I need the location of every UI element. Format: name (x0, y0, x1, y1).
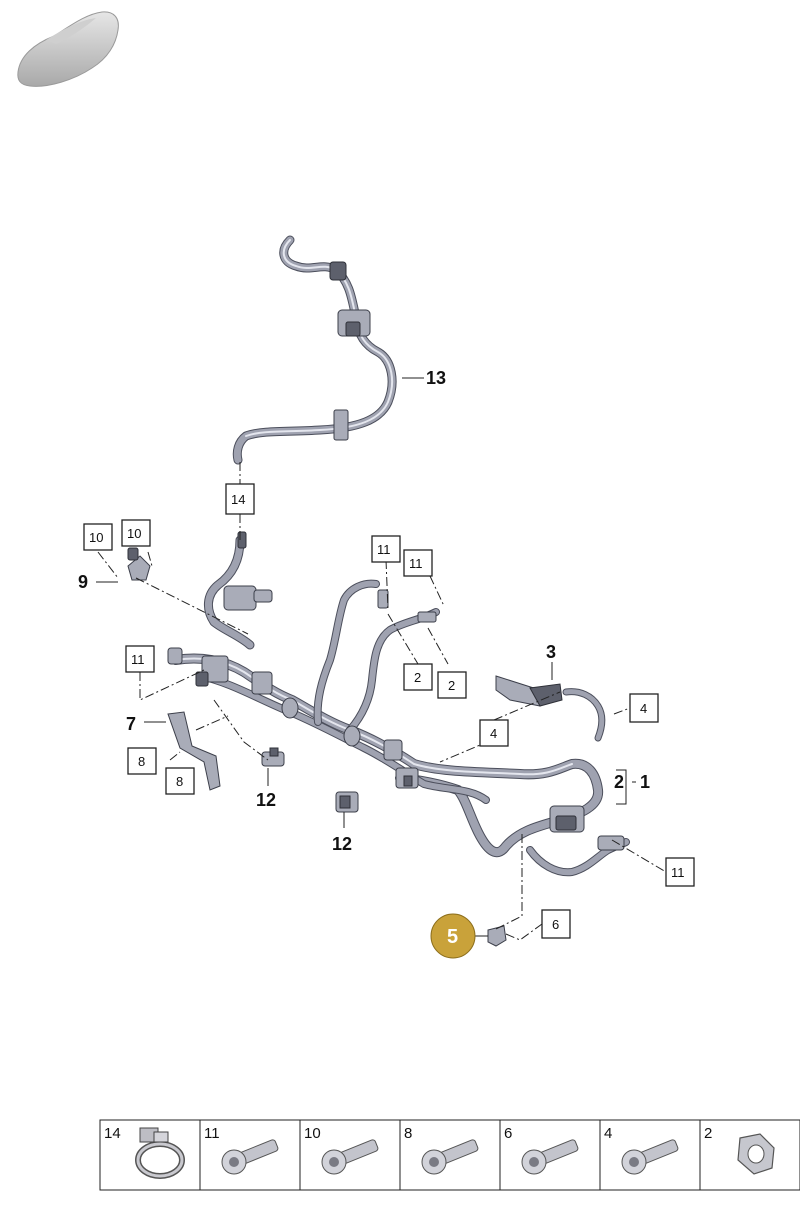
callout-7[interactable]: 7 (126, 714, 136, 734)
callout-3[interactable]: 3 (546, 642, 556, 662)
callout-4-left[interactable]: 4 (479, 719, 509, 747)
svg-text:10: 10 (127, 526, 141, 541)
callout-2-bracket[interactable]: 2 (614, 772, 624, 792)
fasteners-table: 14 11 10 8 6 4 2 (99, 1119, 800, 1191)
refrigerant-line-assembly-drawing (127, 235, 630, 947)
bolt-icon[interactable] (621, 1139, 679, 1175)
svg-text:4: 4 (640, 701, 647, 716)
svg-text:2: 2 (414, 670, 421, 685)
sensor-12-a (261, 747, 285, 767)
svg-text:11: 11 (671, 865, 685, 880)
callout-11-upper-a[interactable]: 11 (371, 535, 401, 563)
table-cell-2-number: 2 (704, 1125, 712, 1142)
svg-text:8: 8 (176, 774, 183, 789)
svg-text:8: 8 (138, 754, 145, 769)
svg-text:10: 10 (89, 530, 103, 545)
table-cell-8-number: 8 (404, 1125, 412, 1142)
callout-11-left[interactable]: 11 (125, 645, 155, 673)
hose-clamp-icon[interactable] (135, 1127, 185, 1179)
bolt-icon[interactable] (221, 1139, 279, 1175)
callout-2-b[interactable]: 2 (437, 671, 467, 699)
svg-text:11: 11 (377, 542, 391, 557)
svg-text:11: 11 (131, 652, 145, 667)
clip-9-10 (127, 547, 151, 581)
table-cell-6-number: 6 (504, 1125, 512, 1142)
leader-lines (96, 377, 667, 941)
callout-14[interactable]: 14 (225, 483, 255, 515)
svg-text:5: 5 (447, 926, 458, 948)
callout-13[interactable]: 13 (426, 368, 446, 388)
callout-10-right[interactable]: 10 (121, 519, 151, 547)
bracket-3 (495, 675, 606, 742)
callout-12-b[interactable]: 12 (332, 834, 352, 854)
selected-part-5[interactable]: 5 (430, 913, 476, 959)
svg-text:6: 6 (552, 917, 559, 932)
callout-11-lower[interactable]: 11 (665, 857, 695, 887)
callout-10-left[interactable]: 10 (83, 523, 113, 551)
sensor-12-b (335, 791, 359, 813)
callout-11-upper-b[interactable]: 11 (403, 549, 433, 577)
bolt-icon[interactable] (321, 1139, 379, 1175)
vehicle-thumbnail-icon[interactable] (17, 11, 119, 87)
left-hose-section (204, 531, 273, 650)
main-trunk-lines (167, 579, 630, 877)
callout-9[interactable]: 9 (78, 572, 88, 592)
table-cell-10-number: 10 (304, 1125, 321, 1142)
bracket-7-8 (167, 711, 221, 791)
bolt-icon[interactable] (421, 1139, 479, 1175)
callouts: 13 14 10 10 9 11 11 2 2 3 (78, 368, 695, 959)
svg-text:2: 2 (448, 678, 455, 693)
callout-6[interactable]: 6 (541, 909, 571, 939)
svg-text:4: 4 (490, 726, 497, 741)
callout-8-lower[interactable]: 8 (165, 767, 195, 795)
callout-4-right[interactable]: 4 (629, 693, 659, 723)
upper-pipe-13 (232, 235, 397, 465)
table-cell-11-number: 11 (204, 1125, 220, 1142)
callout-12-a[interactable]: 12 (256, 790, 276, 810)
svg-text:14: 14 (231, 492, 245, 507)
callout-1[interactable]: 1 (640, 772, 650, 792)
table-cell-4-number: 4 (604, 1125, 612, 1142)
callout-2-a[interactable]: 2 (403, 663, 433, 691)
svg-text:11: 11 (409, 556, 423, 571)
table-cell-14-number: 14 (104, 1125, 121, 1142)
bolt-icon[interactable] (521, 1139, 579, 1175)
callout-8-upper[interactable]: 8 (127, 747, 157, 775)
hex-nut-icon[interactable] (737, 1133, 775, 1175)
